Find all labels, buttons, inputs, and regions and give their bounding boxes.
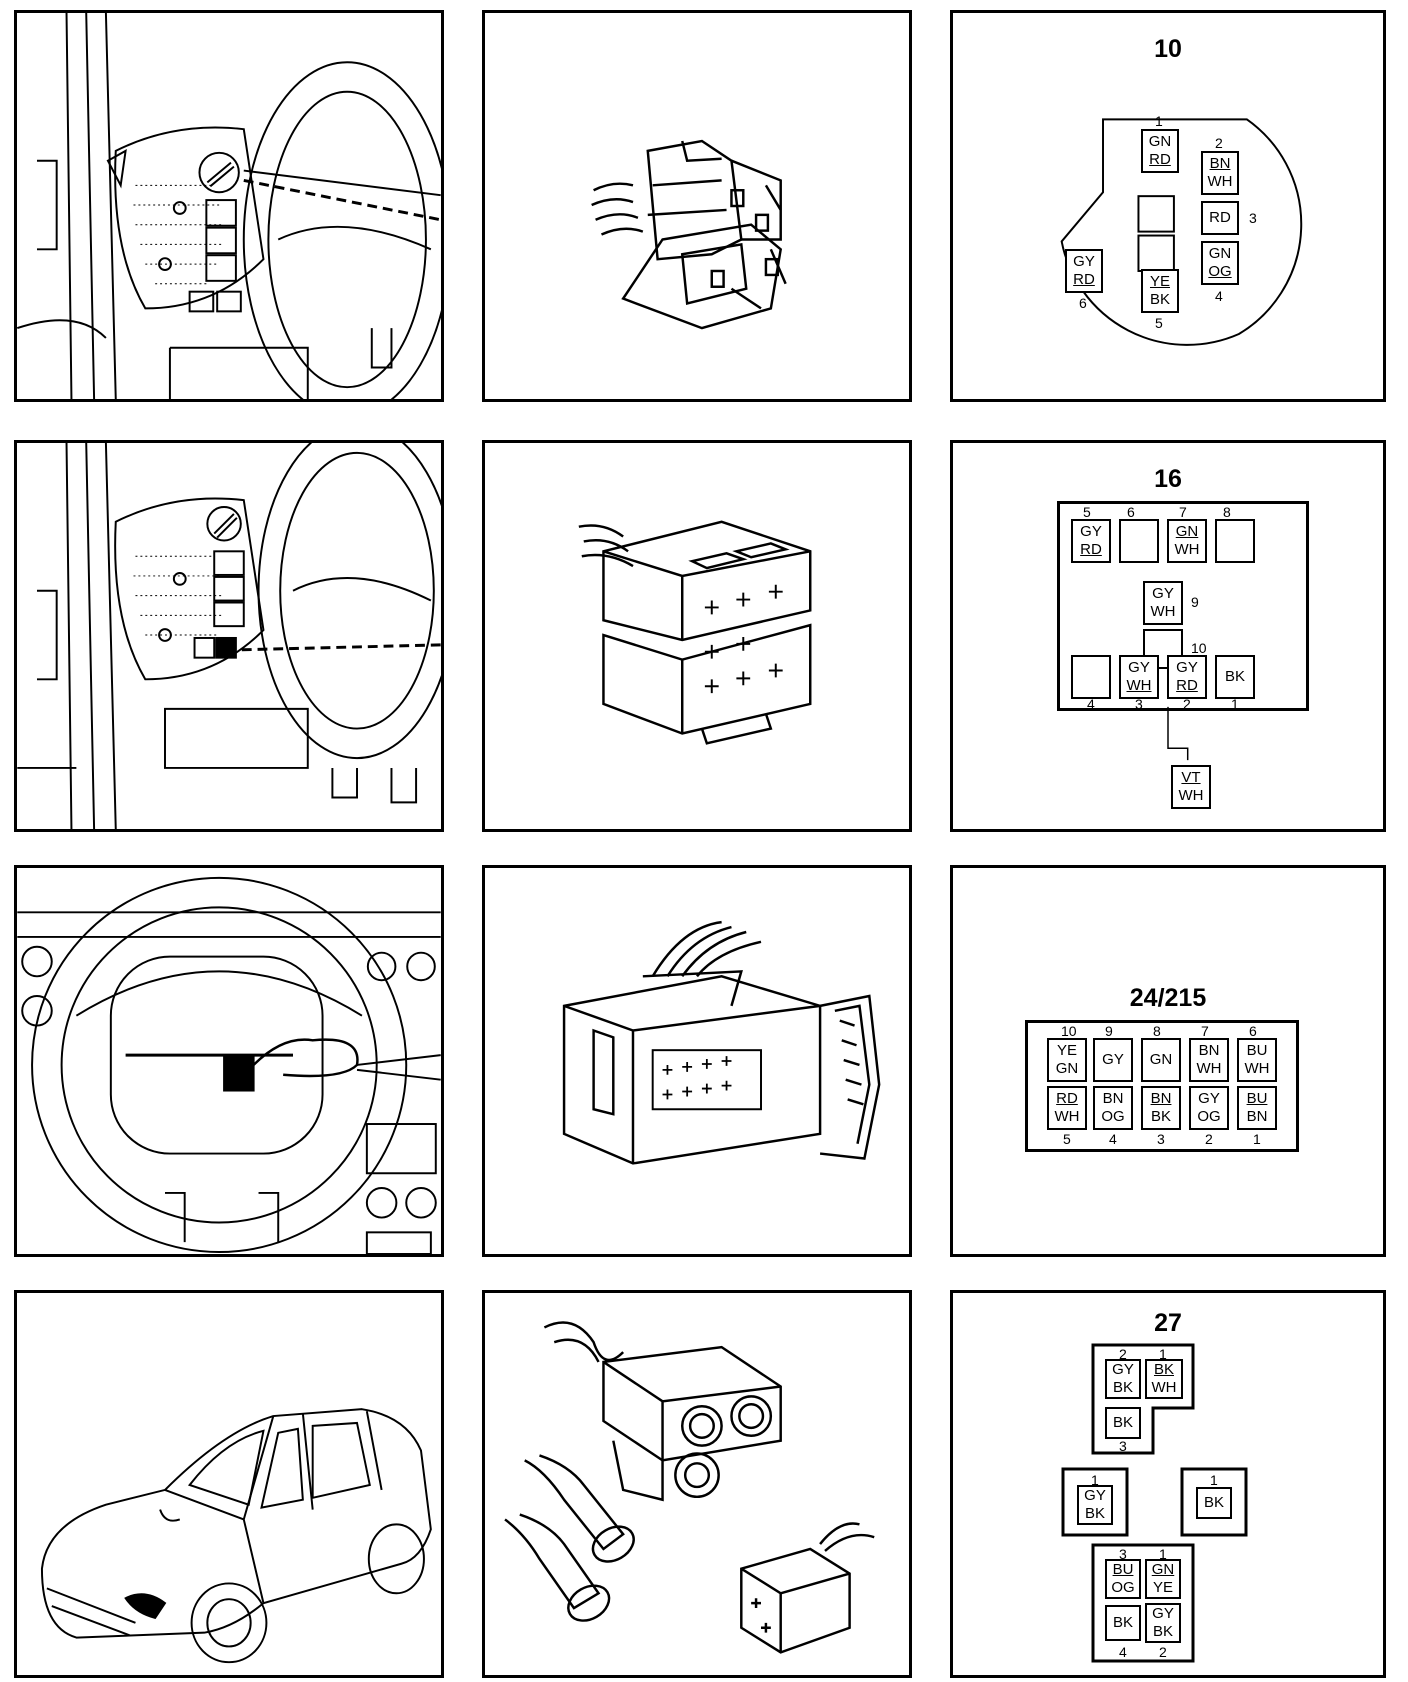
pin-number: 2 [1159, 1644, 1167, 1660]
pin-3: RD [1201, 201, 1239, 235]
location-view-connector-10 [14, 10, 444, 402]
pin-number: 3 [1157, 1131, 1165, 1147]
pin-number: 2 [1215, 135, 1223, 151]
pin-number: 4 [1119, 1644, 1127, 1660]
pin-9: GY [1093, 1038, 1133, 1082]
pin-number: 2 [1205, 1131, 1213, 1147]
location-view-connector-16 [14, 440, 444, 832]
dashboard-left-illustration [17, 13, 441, 399]
pin-8 [1215, 519, 1255, 563]
pin-number: 8 [1223, 504, 1231, 520]
pin-number: 4 [1215, 288, 1223, 304]
pin-number: 5 [1083, 504, 1091, 520]
pin-number: 6 [1249, 1023, 1257, 1039]
pin-number: 9 [1105, 1023, 1113, 1039]
pin-8: GN [1141, 1038, 1181, 1082]
pin-number: 10 [1061, 1023, 1077, 1039]
pin-number: 10 [1191, 640, 1207, 656]
pin-number: 7 [1179, 504, 1187, 520]
pin-4 [1071, 655, 1111, 699]
pin-number: 1 [1253, 1131, 1261, 1147]
pin-number: 1 [1091, 1472, 1099, 1488]
steering-wheel-illustration [17, 876, 441, 1254]
connector-photo-27 [482, 1290, 912, 1678]
pin-number: 8 [1153, 1023, 1161, 1039]
pin-number: 1 [1159, 1346, 1167, 1362]
connector-title: 27 [1154, 1309, 1182, 1337]
car-illustration [40, 1408, 432, 1664]
pin-1: BK [1215, 655, 1255, 699]
pin-number: 6 [1127, 504, 1135, 520]
pin-number: 2 [1119, 1346, 1127, 1362]
connector-photo-16 [482, 440, 912, 832]
connector-27-group-a-housing [953, 1293, 1383, 1675]
pin-3: BK [1105, 1407, 1141, 1439]
connector-title: 10 [1154, 35, 1182, 63]
connector-photo-24-215 [482, 865, 912, 1257]
pin-number: 1 [1155, 113, 1163, 129]
connector-title: 24/215 [1129, 984, 1207, 1012]
pin-1: BK [1196, 1487, 1232, 1519]
pin-number: 1 [1231, 696, 1239, 712]
pin-number: 4 [1109, 1131, 1117, 1147]
connector-10-outline [1060, 118, 1303, 346]
pin-4: BK [1105, 1605, 1141, 1641]
connector-24-215-illustration [562, 920, 881, 1165]
pin-number: 2 [1183, 696, 1191, 712]
location-view-connector-24-215 [14, 865, 444, 1257]
pin-number: 5 [1063, 1131, 1071, 1147]
pin-number: 1 [1159, 1546, 1167, 1562]
pin-6 [1119, 519, 1159, 563]
connector-10-illustration [591, 139, 787, 330]
pin-number: 9 [1191, 594, 1199, 610]
pin-number: 3 [1249, 210, 1257, 226]
pin-number: 6 [1079, 295, 1087, 311]
location-view-connector-27 [14, 1290, 444, 1678]
pin-number: 7 [1201, 1023, 1209, 1039]
pin-number: 3 [1119, 1438, 1127, 1454]
dashboard-switch-illustration [17, 443, 441, 829]
connector-title: 16 [1154, 465, 1182, 493]
connector-27-illustration [504, 1321, 875, 1654]
connector-16-illustration [578, 520, 812, 745]
pin-number: 3 [1135, 696, 1143, 712]
pin-number: 3 [1119, 1546, 1127, 1562]
connector-photo-10 [482, 10, 912, 402]
pin-number: 4 [1087, 696, 1095, 712]
pin-number: 5 [1155, 315, 1163, 331]
pin-number: 1 [1210, 1472, 1218, 1488]
